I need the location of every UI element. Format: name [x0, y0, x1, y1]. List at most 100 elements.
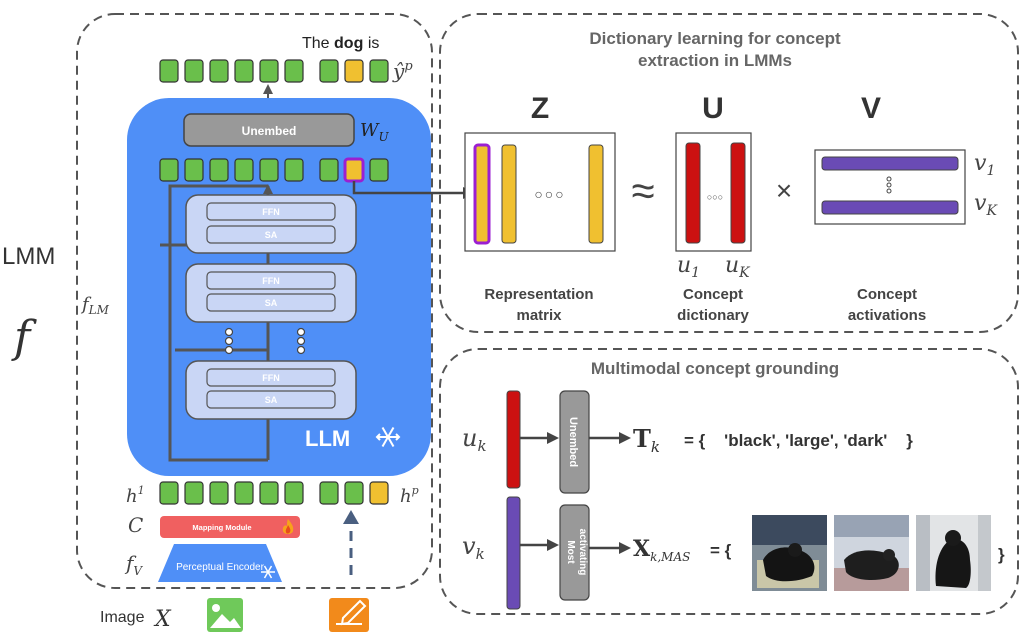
activations-label-line1: Concept [857, 286, 917, 303]
u-column-last [730, 142, 746, 244]
sa-box [206, 390, 336, 409]
ffn-box [206, 202, 336, 221]
approx-symbol: ≈ [631, 167, 654, 214]
perceptual-encoder [158, 544, 282, 582]
yhat-label: ŷp [392, 59, 413, 83]
unembed-block [183, 113, 355, 147]
output-token [284, 59, 304, 83]
input-tokens [159, 481, 389, 505]
v-row-first [821, 156, 959, 171]
u-dots: ○○○ [707, 192, 723, 202]
hidden-token [319, 158, 339, 182]
f-label: f [11, 312, 37, 363]
concept-activations-matrix [814, 149, 966, 225]
sa-box [206, 293, 336, 312]
hidden-token [209, 158, 229, 182]
sa-label: SA [265, 230, 278, 240]
most-activating-label-line1: Most [565, 540, 576, 564]
input-token [344, 481, 364, 505]
u1-label: u1 [677, 253, 700, 281]
z-column-highlighted [473, 143, 491, 245]
ffn-label: FFN [262, 276, 280, 286]
output-token [159, 59, 179, 83]
hidden-token [234, 158, 254, 182]
input-token [159, 481, 179, 505]
sa-label: SA [265, 298, 278, 308]
mas-image-2 [834, 515, 909, 591]
output-text: The dog is [302, 35, 379, 52]
output-token [369, 59, 389, 83]
sa-box [206, 225, 336, 244]
transformer-block-3: FFN SA [185, 360, 357, 420]
ffn-label: FFN [262, 207, 280, 217]
c-label: C [128, 513, 143, 537]
u-label: U [702, 92, 724, 125]
grounding-vk-label: vk [462, 532, 485, 563]
input-token [209, 481, 229, 505]
dictionary-label-line2: dictionary [677, 307, 749, 324]
hidden-token [284, 158, 304, 182]
wu-label: WU [360, 120, 390, 144]
concept-dictionary-matrix: ○○○ [675, 132, 752, 252]
grounding-unembed-label: Unembed [567, 417, 579, 467]
representation-matrix: ○○○ [464, 132, 616, 252]
ffn-box [206, 368, 336, 387]
unembed-label: Unembed [242, 124, 297, 138]
output-tokens [159, 59, 389, 83]
z-dots: ○○○ [534, 186, 565, 202]
hp-label: hp [400, 484, 419, 507]
most-activating-label-line2: activating [577, 529, 588, 576]
x-label: X [153, 607, 172, 632]
times-symbol: × [776, 175, 792, 206]
input-token [234, 481, 254, 505]
hidden-token [184, 158, 204, 182]
frozen-snowflake-icon [375, 426, 401, 448]
hidden-token [159, 158, 179, 182]
dictionary-label-line1: Concept [683, 286, 743, 303]
output-token-predicted [344, 59, 364, 83]
representation-label-line2: matrix [516, 307, 562, 324]
hidden-token [369, 158, 389, 182]
mapping-label: Mapping Module [192, 523, 251, 532]
encoder-snowflake-icon [261, 565, 275, 579]
xk-equals: = { [710, 541, 732, 560]
output-token [319, 59, 339, 83]
encoder-label: Perceptual Encoder [176, 562, 265, 573]
z-label: Z [531, 92, 549, 125]
grounding-title: Multimodal concept grounding [591, 359, 839, 378]
text-input-arrowhead [343, 510, 359, 524]
grounding-concept-vector-u [506, 390, 521, 489]
input-token [184, 481, 204, 505]
hidden-token [259, 158, 279, 182]
image-label: Image [100, 609, 145, 626]
mas-image-3 [916, 515, 991, 591]
tk-label: Tk [633, 424, 660, 456]
transformer-block-2: FFN SA [185, 263, 357, 323]
uk-label: uK [725, 253, 751, 281]
v-row-last [821, 200, 959, 215]
fire-icon [282, 519, 294, 534]
h1-label: h1 [126, 484, 145, 507]
xk-close-brace: } [998, 545, 1005, 564]
mas-image-1 [752, 515, 827, 591]
output-token [184, 59, 204, 83]
v-label: V [861, 92, 881, 125]
hidden-token-highlighted [343, 157, 365, 183]
lmm-label: LMM [2, 243, 55, 270]
input-token-last [369, 481, 389, 505]
extraction-arrow [352, 181, 475, 199]
ffn-label: FFN [262, 373, 280, 383]
layer-ellipsis [224, 327, 306, 355]
z-column [588, 144, 604, 244]
output-token [209, 59, 229, 83]
dictionary-panel [439, 13, 1019, 333]
input-token [319, 481, 339, 505]
most-activating-block [559, 504, 590, 601]
grounding-unembed-block [559, 390, 590, 494]
dictionary-title-line2: extraction in LMMs [638, 51, 792, 70]
grounding-uk-label: uk [462, 424, 487, 455]
dictionary-title-line1: Dictionary learning for concept [589, 29, 841, 48]
transformer-block-1: FFN SA [185, 194, 357, 254]
activations-label-line2: activations [848, 307, 926, 324]
